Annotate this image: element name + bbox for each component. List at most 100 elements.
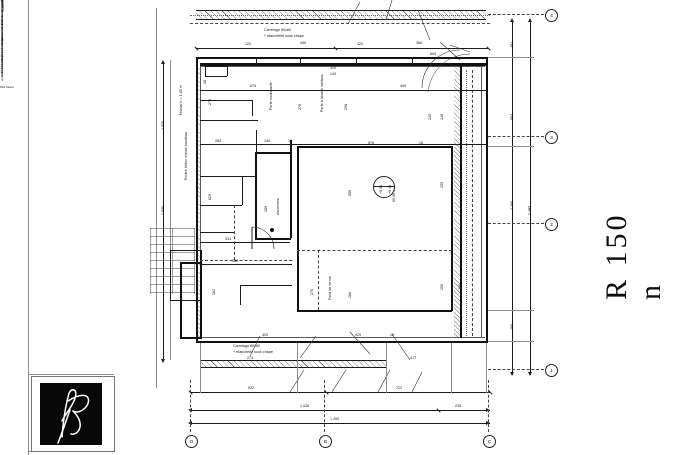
grid-bubble-3: 3	[545, 131, 558, 144]
bottom-dim-1260: 1 260	[330, 417, 340, 421]
level-marker-circle: +9.50 +9.40	[373, 176, 395, 198]
plan-dim-675: 675	[250, 84, 257, 88]
right-dim-295: 295	[510, 323, 514, 330]
note-bottom-finish-sub: + étanchéité sous chape	[233, 350, 273, 354]
left-dimension-line	[163, 62, 164, 362]
wing-wall-top	[180, 262, 200, 264]
inner-face-right	[481, 66, 482, 338]
partition-upper-1	[200, 100, 252, 101]
plan-dim-row-b-line	[200, 144, 486, 145]
plan-dim-629: 629	[208, 193, 212, 200]
technical-room-wall-bottom	[170, 300, 201, 301]
curtain-wall-line	[460, 66, 462, 338]
plan-dim-578: 578	[368, 141, 375, 145]
opening-mark-2	[300, 57, 301, 66]
bottom-dim-1026: 1 026	[300, 404, 310, 408]
inner-face-left	[200, 66, 201, 338]
grid-bubble-1: 1	[545, 364, 558, 377]
level-marker-upper: +9.50	[379, 184, 383, 194]
ext-line-bottom-1	[200, 343, 201, 393]
grid-bubble-4: 4	[545, 9, 558, 22]
plan-dim-382: 382	[232, 259, 239, 263]
bottom-terrace-edge-bottom	[200, 367, 386, 368]
leader-lines-bottom	[249, 331, 411, 361]
top-dimension-value-366: 366	[416, 41, 423, 45]
ext-line-right-3	[488, 310, 534, 311]
partition-mid-1v	[242, 176, 243, 205]
main-room-split-dashed-v	[318, 250, 319, 310]
note-porte-coulissante: Porte coulissante	[269, 81, 273, 110]
wing-wall-bottom	[180, 337, 202, 339]
bottom-dim1-tick-r	[488, 390, 493, 395]
outer-wall-left	[196, 57, 198, 343]
right-dim-592: 592	[510, 113, 514, 120]
grid-bubble-C: C	[483, 435, 496, 448]
partition-mid-3	[240, 285, 292, 286]
right-dim-arrow-top	[510, 18, 514, 22]
plan-dim-296: 296	[344, 103, 348, 110]
plan-dim-16-lower: 16	[268, 237, 273, 241]
reservation-box-left	[205, 66, 206, 76]
level-marker-divider	[374, 186, 394, 187]
elevator-label: Ascenseur	[276, 197, 280, 215]
grid-bubble-B: B	[319, 435, 332, 448]
plan-dim-248: 248	[440, 113, 444, 120]
plan-dim-bottom-420b: 420	[355, 333, 362, 337]
opening-mark-3	[356, 57, 357, 66]
grid-bubble-2: 2	[545, 218, 558, 231]
plan-dim-16-right: 16	[419, 141, 424, 145]
grid-axis-4	[488, 14, 544, 15]
grid-axis-D	[190, 380, 191, 432]
plan-dim-279: 278	[208, 98, 212, 105]
technical-room-wall-right	[200, 250, 202, 338]
bottom-dim-line-2	[190, 410, 490, 411]
bottom-dim-line-1	[190, 392, 490, 393]
bottom-dim-922: 922	[248, 386, 255, 390]
handwritten-margin-note: R 150 n	[600, 212, 667, 300]
door-swing-top-right	[421, 49, 471, 93]
right-dim-arrow-bottom	[510, 372, 514, 376]
signature-block	[31, 376, 115, 452]
plan-dim-bottom-16: 16	[390, 333, 395, 337]
wall-section-hatch-right	[454, 66, 460, 338]
grid-axis-2	[488, 223, 544, 224]
curtain-wall-dotted	[466, 70, 467, 336]
main-room-split-dashed	[297, 250, 452, 251]
ext-line-right-4	[488, 341, 534, 342]
grid-bubble-D: D	[185, 435, 198, 448]
main-room-dim-586: 586	[348, 189, 352, 196]
plan-dim-bottom-417: 417	[410, 356, 417, 360]
inner-face-bottom	[200, 337, 485, 338]
plan-dim-255: 255	[440, 181, 444, 188]
left-dimension-value-2: 1 650	[161, 205, 165, 215]
note-porte-double: Porte à double vantaux	[320, 74, 324, 112]
opening-mark-4	[412, 57, 413, 66]
plan-dim-382-line	[200, 264, 292, 265]
bottom-terrace-hatch	[200, 360, 386, 367]
reservation-box-top	[205, 66, 227, 67]
plan-dim-162: 162	[212, 288, 216, 295]
partition-upper-2	[200, 120, 258, 121]
sheet-frame-bottom-rule	[28, 374, 114, 375]
bottom-terrace-edge-top	[200, 360, 386, 361]
top-dimension-value-120: 120	[245, 42, 252, 46]
partition-mid-1	[200, 205, 242, 206]
right-dim-1192: 1 192	[528, 205, 532, 215]
elevator-wall-right	[290, 140, 292, 238]
ext-line-bottom-3	[386, 343, 387, 393]
note-top-finish-sub: + étanchéité sous chape	[264, 34, 304, 38]
grid-axis-B	[324, 380, 325, 432]
partition-upper-1v	[252, 100, 253, 116]
outer-wall-right	[486, 57, 488, 343]
plan-dim-276: 276	[298, 103, 302, 110]
plan-dim-top-140: 140	[330, 72, 337, 76]
roof-terrace-hatch-band	[196, 10, 486, 19]
stair-grid	[150, 228, 195, 294]
left-dimension-value-1: 1 050	[161, 120, 165, 130]
wall-band-top-inner	[200, 63, 412, 66]
plan-dim-284: 284	[215, 139, 222, 143]
note-bottom-finish: Carrelage 60x60	[233, 344, 261, 348]
main-room-dim-270: 270	[310, 288, 314, 295]
inner-face-top	[200, 66, 485, 67]
bottom-dim-722: 722	[396, 386, 403, 390]
